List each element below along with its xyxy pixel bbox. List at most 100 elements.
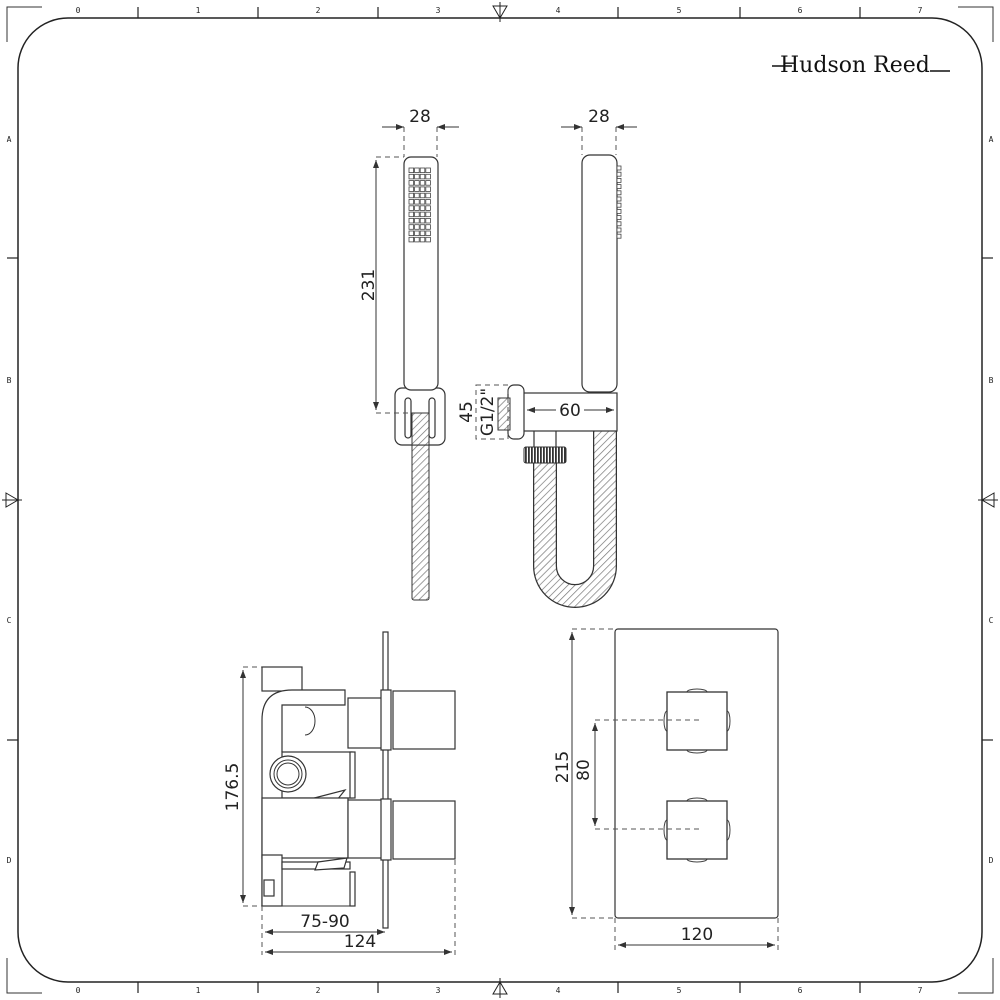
col-label: 5	[677, 6, 682, 15]
side-nozzle	[616, 215, 622, 221]
spray-nozzle	[408, 180, 414, 186]
col-label: 6	[798, 6, 803, 15]
row-label: B	[7, 376, 12, 385]
handset-side-view: 60 45 G1/2" 28	[457, 107, 637, 608]
spray-nozzle	[414, 224, 420, 230]
col-label: 2	[316, 986, 321, 995]
dim-valve-depth-range: 75-90	[300, 912, 349, 932]
spray-nozzle	[414, 192, 420, 199]
spray-nozzle	[408, 173, 414, 180]
spray-nozzle	[425, 167, 431, 173]
spray-nozzle	[414, 205, 420, 211]
spray-nozzle	[419, 180, 426, 186]
handset-front-view: 28 231	[359, 107, 459, 601]
row-label: C	[7, 616, 12, 625]
dim-knob-spacing: 80	[574, 759, 594, 781]
spray-nozzle	[419, 211, 426, 218]
spray-nozzle	[408, 205, 414, 211]
side-nozzle	[616, 233, 622, 239]
spray-nozzle	[425, 230, 431, 236]
side-nozzle	[616, 227, 622, 233]
control-knob	[666, 800, 728, 860]
brand-logo: Hudson Reed	[772, 53, 950, 78]
spray-nozzle	[419, 236, 426, 243]
spray-nozzle	[408, 217, 414, 224]
col-label: 7	[918, 986, 923, 995]
row-label: D	[7, 856, 12, 865]
col-label: 7	[918, 6, 923, 15]
spray-nozzle	[425, 217, 431, 224]
side-nozzle	[616, 184, 622, 190]
spray-nozzle	[419, 224, 426, 230]
spray-nozzle	[408, 199, 414, 205]
side-nozzle	[616, 196, 622, 202]
spray-nozzle	[419, 217, 426, 224]
spray-nozzle	[425, 236, 431, 243]
valve-front-view: 80 215 120	[553, 628, 779, 950]
spray-nozzle	[425, 211, 431, 218]
valve-side-view: 176.5 75-90 124	[223, 631, 456, 955]
spray-nozzle	[425, 186, 431, 192]
spray-nozzle	[414, 186, 420, 192]
side-nozzle	[616, 202, 622, 208]
spray-nozzle	[414, 199, 420, 205]
spray-nozzle	[419, 230, 426, 236]
spray-nozzle	[419, 192, 426, 199]
col-label: 3	[436, 986, 441, 995]
spray-nozzle	[414, 211, 420, 218]
row-label: A	[7, 135, 12, 144]
spray-nozzle	[425, 205, 431, 211]
spray-nozzle	[408, 230, 414, 236]
spray-nozzle	[408, 236, 414, 243]
spray-nozzle	[408, 224, 414, 230]
side-nozzle	[616, 165, 622, 171]
col-label: 3	[436, 6, 441, 15]
side-nozzle	[616, 171, 622, 177]
spray-nozzle	[425, 224, 431, 230]
dim-valve-total-depth: 124	[344, 932, 376, 952]
dim-plate-width: 120	[681, 925, 713, 945]
row-label: B	[989, 376, 994, 385]
col-label: 1	[196, 986, 201, 995]
spray-nozzle	[419, 205, 426, 211]
side-nozzle	[616, 208, 622, 214]
control-knobs	[663, 688, 731, 863]
logo-text: Hudson Reed	[780, 53, 930, 78]
spray-nozzle	[408, 192, 414, 199]
dim-bracket-height: 45	[457, 401, 477, 423]
side-nozzle	[616, 190, 622, 196]
spray-nozzle	[419, 186, 426, 192]
spray-nozzle	[414, 167, 420, 173]
spray-nozzle	[425, 173, 431, 180]
spray-nozzle	[419, 173, 426, 180]
col-label: 6	[798, 986, 803, 995]
control-knob	[666, 691, 728, 751]
dim-valve-height: 176.5	[223, 763, 243, 812]
dim-handset-side-width: 28	[588, 107, 610, 127]
spray-nozzle	[419, 167, 426, 173]
side-nozzle	[616, 177, 622, 183]
spray-nozzles	[408, 167, 431, 243]
spray-nozzle	[425, 180, 431, 186]
spray-nozzle	[425, 199, 431, 205]
col-label: 1	[196, 6, 201, 15]
row-label: C	[989, 616, 994, 625]
spray-nozzle	[414, 173, 420, 180]
col-label: 4	[556, 986, 561, 995]
spray-nozzle	[408, 186, 414, 192]
dim-plate-height: 215	[553, 751, 573, 783]
side-nozzles	[616, 165, 622, 239]
row-label: A	[989, 135, 994, 144]
row-label: D	[989, 856, 994, 865]
dim-handset-height: 231	[359, 269, 379, 301]
spray-nozzle	[414, 217, 420, 224]
spray-nozzle	[408, 167, 414, 173]
col-label: 0	[76, 986, 81, 995]
spray-nozzle	[414, 236, 420, 243]
spray-nozzle	[408, 211, 414, 218]
spray-nozzle	[414, 180, 420, 186]
